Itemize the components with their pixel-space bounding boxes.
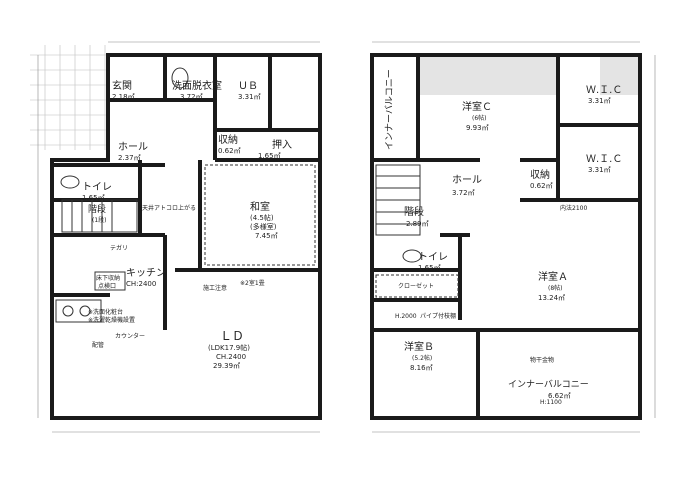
note-inspection-hatch: 点検口 [98,282,116,290]
note-room-count: ※2室1畳 [240,279,265,287]
room-sub-japanese-room: (4.5帖) [250,213,274,222]
room-label-storage-2f: 収納 [530,168,550,181]
note-height-1100: H:1100 [540,399,562,406]
note-floor-storage: 床下収納 [96,274,120,282]
note-counter: カウンター [115,332,145,340]
room-area-closet: 1.65㎡ [258,152,281,160]
room-area-entrance: 2.18㎡ [112,93,135,101]
room-area-stairs-2f: 2.89㎡ [406,220,429,228]
washbasin-fixture [171,67,189,89]
note-washer: ※洗濯乾燥機設置 [88,316,135,324]
room-label-wic-top: Ｗ.Ｉ.Ｃ [586,85,622,96]
note-cupboard: テガリ [110,244,128,252]
porch-tile-grid [30,45,108,150]
room-area-hall-2f: 3.72㎡ [452,189,475,197]
room-sub-living-dining: (LDK17.9帖) [208,343,250,352]
room-sub-western-a: (8帖) [548,284,563,292]
first-floor-plan: 玄関 2.18㎡ 洗面脱衣室 3.72㎡ ＵＢ 3.31㎡ ホール 2.37㎡ … [30,41,322,433]
room-sub2-living-dining: CH.2400 [216,353,246,361]
room-label-hall-2f: ホール [452,174,482,186]
room-label-living-dining: ＬＤ [220,329,244,343]
2f-outer-wall [370,53,642,420]
room-label-closet: 押入 [272,138,292,151]
note-pipe-shelf: パイプ付枝棚 [420,312,456,320]
room-label-bath: ＵＢ [238,81,258,92]
room-label-western-c: 洋室Ｃ [462,100,492,113]
room-area-toilet-2f: 1.65㎡ [418,264,441,272]
tatami-outline [204,164,316,266]
room-sub-western-c: (6帖) [472,114,487,122]
toilet-fixture [402,249,422,263]
room-area-inner-balcony: 6.62㎡ [548,392,571,400]
room-area-wic-top: 3.31㎡ [588,97,611,105]
2f-stairs-lines [375,164,421,236]
room-area-wic: 3.31㎡ [588,166,611,174]
room-label-stairs-2f: 階段 [404,205,424,218]
closet-outline [375,274,459,298]
room-area-storage-2f: 0.62㎡ [530,182,553,190]
toilet-fixture [60,175,80,189]
room-area-western-b: 8.16㎡ [410,364,433,372]
room-label-western-a: 洋室Ａ [538,270,568,283]
room-area-japanese-room: 7.45㎡ [255,232,278,240]
second-floor-plan: 洋室Ｃ (6帖) 9.93㎡ Ｗ.Ｉ.Ｃ 3.31㎡ Ｗ.Ｉ.Ｃ 3.31㎡ ホ… [370,41,656,433]
room-label-western-b: 洋室Ｂ [404,340,434,353]
1f-outer-wall [50,53,322,420]
note-height-2000: H.2000 [395,313,417,320]
note-construction: 施工注意 [203,284,227,292]
room-area-western-a: 13.24㎡ [538,294,565,302]
note-stairs: 階段 [88,203,106,215]
stove-burner [79,305,91,317]
room-label-toilet-2f: トイレ [418,252,448,263]
room-sub2-japanese-room: (多様室) [250,222,277,231]
note-inner-balcony-vertical: インナーバルコニー [384,69,395,150]
room-area-living-dining: 29.39㎡ [213,362,240,370]
room-label-kitchen: キッチン [126,267,166,279]
note-inner-height: 内法2100 [560,204,587,212]
room-sub-kitchen: CH:2400 [126,280,156,288]
room-label-inner-balcony: インナーバルコニー [508,379,589,390]
note-pipes: 配管 [92,341,104,349]
stove-burner [62,305,74,317]
room-sub-western-b: (5.2帖) [412,354,432,362]
note-stairs-sub: (1段) [92,216,107,224]
room-label-entrance: 玄関 [112,79,132,92]
room-label-toilet: トイレ [82,182,112,193]
room-label-japanese-room: 和室 [250,200,270,213]
room-area-toilet: 1.65㎡ [82,194,105,202]
note-laundry: 物干金物 [530,356,554,364]
1f-stairs-lines [61,199,138,233]
room-label-wic: Ｗ.Ｉ.Ｃ [586,154,622,165]
room-label-storage: 収納 [218,133,238,146]
floor-storage-hatch [94,271,126,291]
room-area-storage: 0.62㎡ [218,147,241,155]
balcony-hatch [420,55,638,95]
note-wash: ※洗面化粧台 [88,308,123,316]
room-label-hall: ホール [118,141,148,153]
room-area-bath: 3.31㎡ [238,93,261,101]
note-attic: 天井アトコロ上がる [142,204,196,212]
room-area-hall: 2.37㎡ [118,154,141,162]
room-label-washroom: 洗面脱衣室 [172,79,222,92]
kitchen-sink-counter [55,299,102,323]
room-area-washroom: 3.72㎡ [180,93,203,101]
room-area-western-c: 9.93㎡ [466,124,489,132]
note-closet: クローゼット [398,282,434,290]
